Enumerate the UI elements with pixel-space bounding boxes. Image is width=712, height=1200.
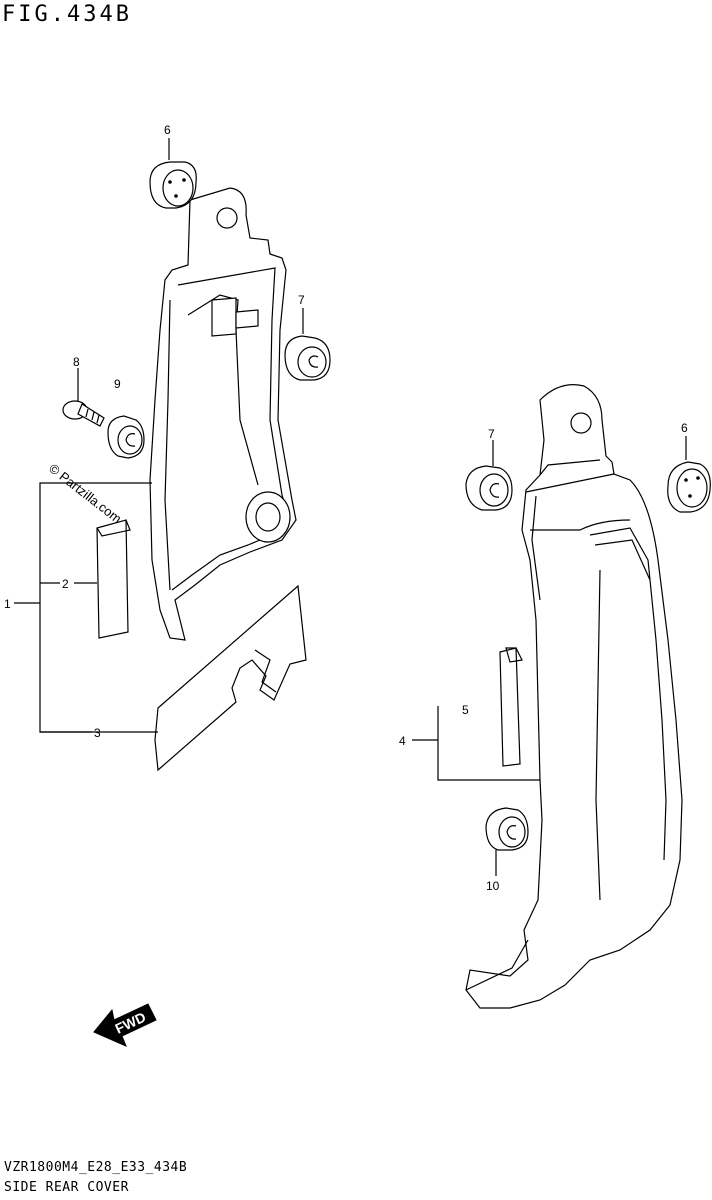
label-sheet-3 <box>154 584 307 772</box>
figure-title: FIG.434B <box>2 2 132 27</box>
callout-1: 1 <box>4 597 11 611</box>
right-side-cover <box>465 384 683 1009</box>
watermark: © Partzilla.com <box>46 461 124 527</box>
model-code: VZR1800M4_E28_E33_434B <box>4 1160 188 1175</box>
bracket-1 <box>14 482 158 733</box>
grommet-7-left <box>284 335 331 381</box>
grommet-7-right <box>465 465 513 511</box>
section-title: SIDE REAR COVER <box>4 1180 129 1195</box>
pad-5 <box>499 647 523 767</box>
callout-8: 8 <box>73 355 80 369</box>
nut-9 <box>107 415 145 459</box>
leader-lines <box>77 138 687 876</box>
callout-2: 2 <box>62 577 69 591</box>
bolt-8 <box>62 400 105 427</box>
callout-3: 3 <box>94 726 101 740</box>
callout-6-left: 6 <box>164 123 171 137</box>
callout-5: 5 <box>462 703 469 717</box>
callout-9: 9 <box>114 377 121 391</box>
grommet-6-left <box>149 161 197 209</box>
bracket-4 <box>412 706 540 781</box>
callout-7-left: 7 <box>298 293 305 307</box>
left-side-cover <box>149 187 297 641</box>
pad-2 <box>96 519 131 639</box>
callout-6-right: 6 <box>681 421 688 435</box>
callout-4: 4 <box>399 734 406 748</box>
callout-7-right: 7 <box>488 427 495 441</box>
grommet-10 <box>485 807 529 851</box>
callout-10: 10 <box>486 879 500 893</box>
grommet-6-right <box>667 461 711 513</box>
fwd-arrow: FWD <box>93 1003 157 1047</box>
